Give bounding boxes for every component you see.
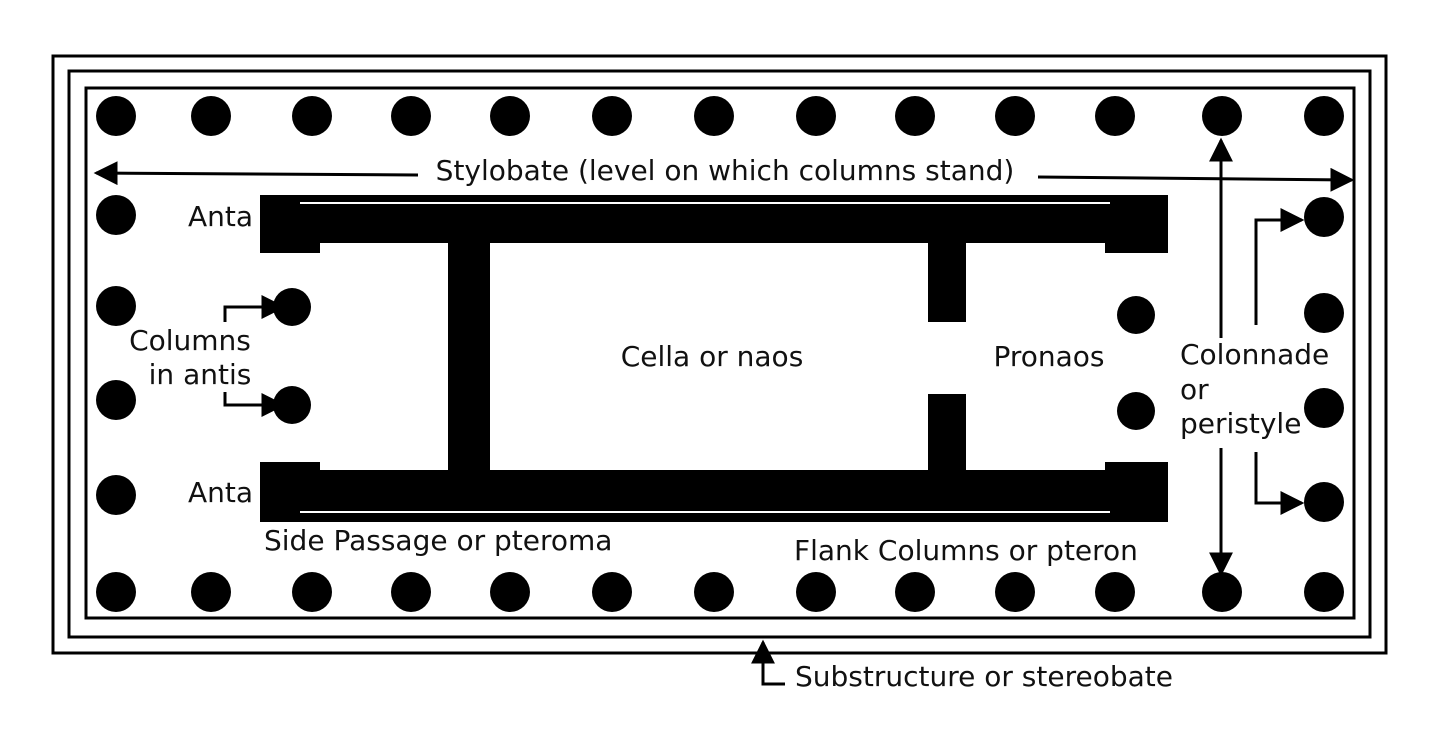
peristyle-column [1304, 572, 1344, 612]
peristyle-column [895, 572, 935, 612]
antis-arrow-upper [223, 295, 286, 322]
peristyle-column [1202, 96, 1242, 136]
colonnade-label-line2: or [1180, 373, 1209, 406]
peristyle-column [995, 96, 1035, 136]
peristyle-column [1304, 197, 1344, 237]
peristyle-column [592, 572, 632, 612]
anta-bottom-label: Anta [188, 476, 253, 509]
peristyle-column [96, 572, 136, 612]
peristyle-arrow-upper [1254, 208, 1305, 325]
pronaos-wall-upper [928, 238, 966, 322]
south-wall [260, 470, 1168, 522]
peristyle-column [1304, 293, 1344, 333]
peristyle-column [1304, 96, 1344, 136]
peristyle-column [292, 96, 332, 136]
peristyle-column [292, 572, 332, 612]
stylobate-label: Stylobate (level on which columns stand) [436, 154, 1015, 187]
peristyle-arrow-lower [1254, 452, 1305, 515]
peristyle-column [796, 572, 836, 612]
side-passage-label: Side Passage or pteroma [264, 524, 612, 557]
pronaos-label: Pronaos [993, 340, 1104, 373]
peristyle-column [490, 572, 530, 612]
peristyle-column [592, 96, 632, 136]
peristyle-column [96, 195, 136, 235]
peristyle-column [796, 96, 836, 136]
east-anta-top [1105, 195, 1168, 253]
peristyle-column [191, 572, 231, 612]
cella-label: Cella or naos [621, 340, 804, 373]
peristyle-column [191, 96, 231, 136]
columns-in-antis-label-line2: in antis [149, 358, 252, 391]
middle-step-frame [67, 69, 1372, 639]
anta-top-label: Anta [188, 200, 253, 233]
west-anta-top [260, 195, 320, 253]
peristyle-column [694, 572, 734, 612]
peristyle-column [391, 96, 431, 136]
peristyle-column [96, 380, 136, 420]
stylobate-frame [84, 86, 1356, 620]
peristyle-column [1304, 482, 1344, 522]
peristyle-column [96, 286, 136, 326]
peristyle-column [96, 475, 136, 515]
colonnade-label-line1: Colonnade [1180, 338, 1329, 371]
peristyle-column [895, 96, 935, 136]
flank-columns-label: Flank Columns or pteron [794, 534, 1138, 567]
opisthodomos-cross-wall [448, 195, 490, 522]
stylobate-arrow-right [1037, 167, 1355, 192]
peristyle-column [694, 96, 734, 136]
peristyle-column [391, 572, 431, 612]
pronaos-column [1117, 296, 1155, 334]
peristyle-columns [96, 96, 1344, 612]
peristyle-column [1095, 572, 1135, 612]
substructure-arrow [751, 639, 785, 686]
peristyle-column [1304, 388, 1344, 428]
antis-arrow-lower [223, 392, 286, 417]
pronaos-column [1117, 392, 1155, 430]
peristyle-column [96, 96, 136, 136]
columns-in-antis-label-line1: Columns [129, 324, 251, 357]
substructure-label: Substructure or stereobate [795, 660, 1173, 693]
stylobate-arrow-left [93, 161, 419, 186]
peristyle-column [995, 572, 1035, 612]
peristyle-column [1095, 96, 1135, 136]
pronaos-wall-lower [928, 394, 966, 494]
peristyle-column [1202, 572, 1242, 612]
colonnade-label-line3: peristyle [1180, 407, 1301, 440]
east-anta-bottom [1105, 462, 1168, 522]
outer-step-frame [51, 54, 1388, 655]
peristyle-column [490, 96, 530, 136]
